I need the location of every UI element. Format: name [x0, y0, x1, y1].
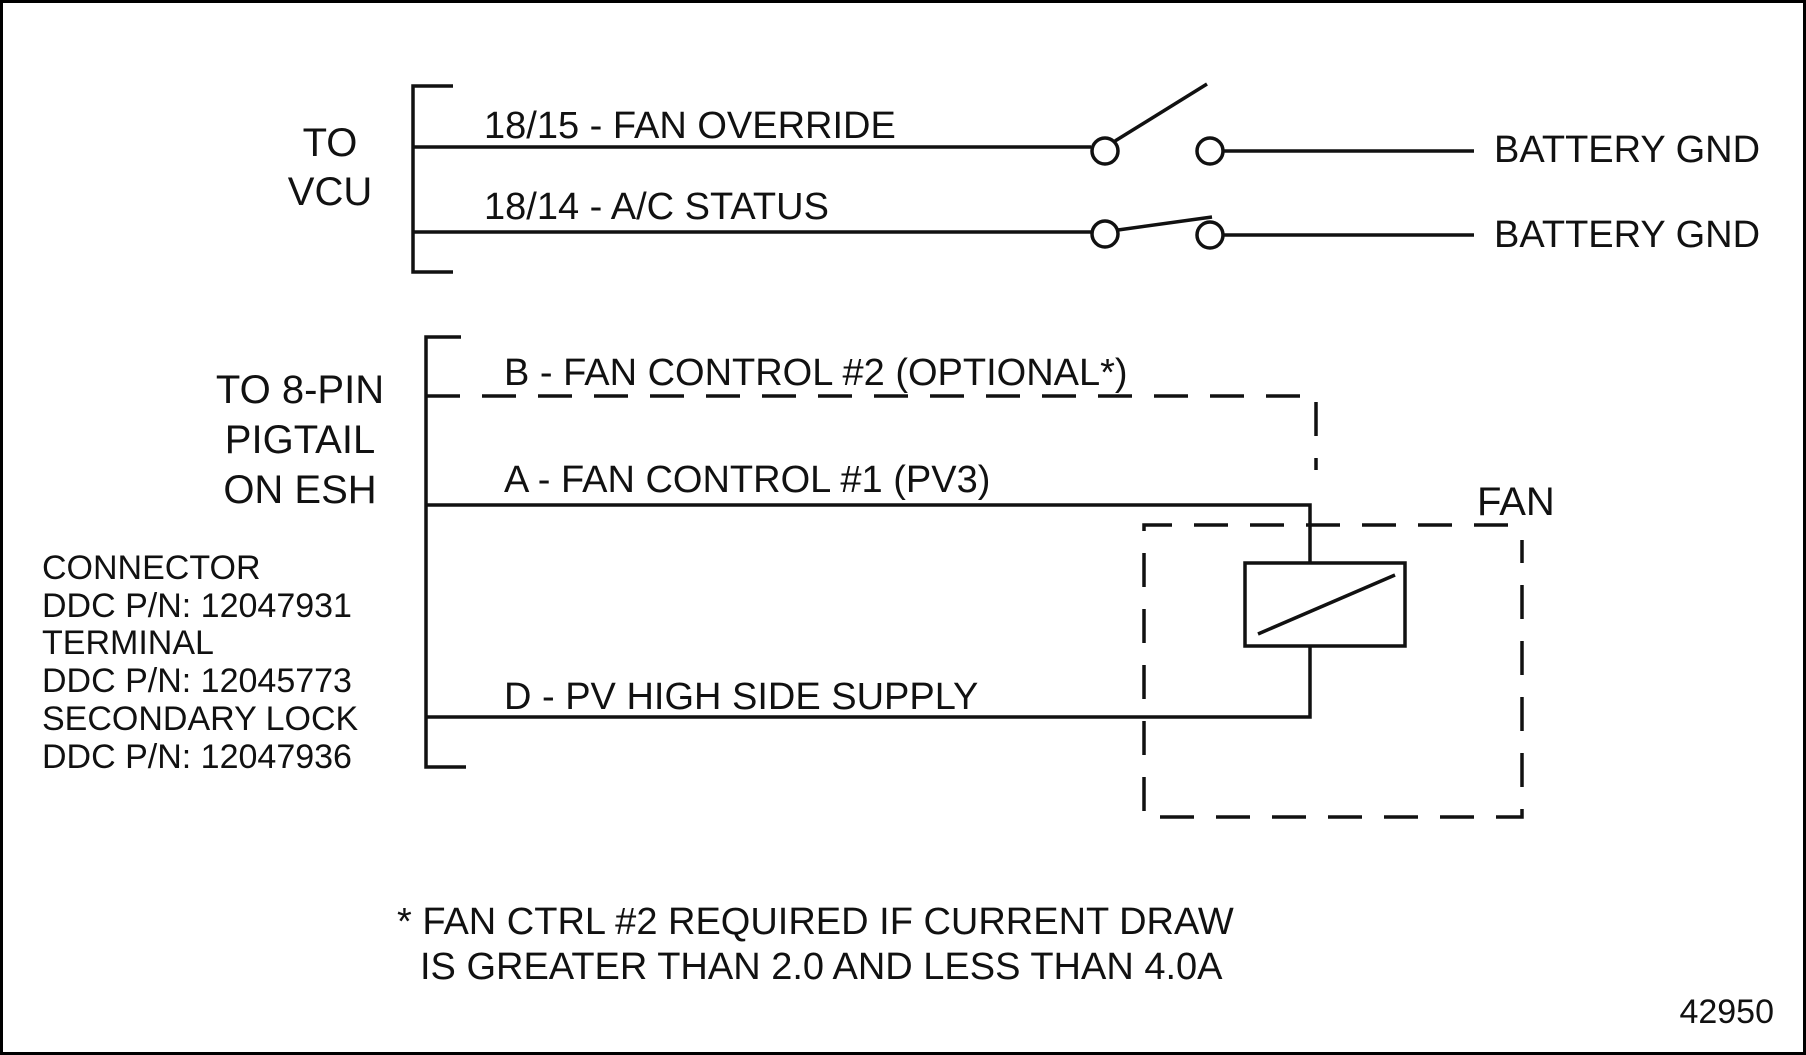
pigtail-circuit-d-label: D - PV HIGH SIDE SUPPLY — [504, 676, 978, 718]
connector-info-line-5: SECONDARY LOCK — [42, 700, 358, 738]
footnote-line-2: IS GREATER THAN 2.0 AND LESS THAN 4.0A — [420, 946, 1223, 988]
pigtail-circuit-b-label: B - FAN CONTROL #2 (OPTIONAL*) — [504, 352, 1128, 394]
vcu-label-line-2: VCU — [288, 170, 372, 214]
pigtail-section: TO 8-PIN PIGTAIL ON ESH B - FAN CONTROL … — [216, 335, 1318, 769]
footnote: * FAN CTRL #2 REQUIRED IF CURRENT DRAW I… — [397, 901, 1234, 988]
vcu-circuit-1-destination: BATTERY GND — [1494, 129, 1760, 171]
pigtail-connector-bracket — [424, 335, 466, 769]
switch-1-right-terminal — [1195, 136, 1225, 166]
pigtail-circuit-a-wire — [426, 503, 1312, 563]
vcu-circuit-1-label: 18/15 - FAN OVERRIDE — [484, 105, 896, 147]
pigtail-label-line-2: PIGTAIL — [225, 418, 375, 462]
connector-info-line-3: TERMINAL — [42, 624, 214, 662]
figure-number: 42950 — [1679, 993, 1774, 1031]
pigtail-label-line-1: TO 8-PIN — [216, 368, 384, 412]
fan-assembly: FAN — [1142, 480, 1555, 819]
footnote-line-1: * FAN CTRL #2 REQUIRED IF CURRENT DRAW — [397, 901, 1234, 943]
pigtail-label-line-3: ON ESH — [223, 468, 376, 512]
vcu-label-line-1: TO — [303, 121, 358, 165]
vcu-circuit-2-destination: BATTERY GND — [1494, 214, 1760, 256]
fan-dashed-enclosure — [1142, 523, 1524, 819]
fan-relay-coil — [1243, 561, 1407, 648]
switch-2-right-terminal — [1195, 220, 1225, 250]
connector-info-line-6: DDC P/N: 12047936 — [42, 738, 352, 776]
pigtail-circuit-d-wire — [426, 646, 1312, 719]
switch-1-left-terminal — [1090, 136, 1120, 166]
connector-info-line-4: DDC P/N: 12045773 — [42, 662, 352, 700]
connector-info: CONNECTOR DDC P/N: 12047931 TERMINAL DDC… — [42, 549, 358, 776]
fan-relay-coil-slash — [1257, 573, 1396, 636]
pigtail-circuit-a-label: A - FAN CONTROL #1 (PV3) — [504, 459, 990, 501]
vcu-section: TO VCU 18/15 - FAN OVERRIDE BATTERY GND … — [288, 82, 1760, 274]
vcu-connector-bracket — [411, 84, 453, 274]
connector-info-line-2: DDC P/N: 12047931 — [42, 587, 352, 625]
vcu-circuit-2-label: 18/14 - A/C STATUS — [484, 186, 829, 228]
switch-2-left-terminal — [1090, 219, 1120, 249]
fan-label: FAN — [1477, 480, 1555, 524]
switch-1-open-blade — [1114, 82, 1208, 143]
connector-info-line-1: CONNECTOR — [42, 549, 261, 587]
pigtail-circuit-b-wire — [426, 394, 1318, 470]
switch-2-closed-blade — [1117, 215, 1213, 232]
